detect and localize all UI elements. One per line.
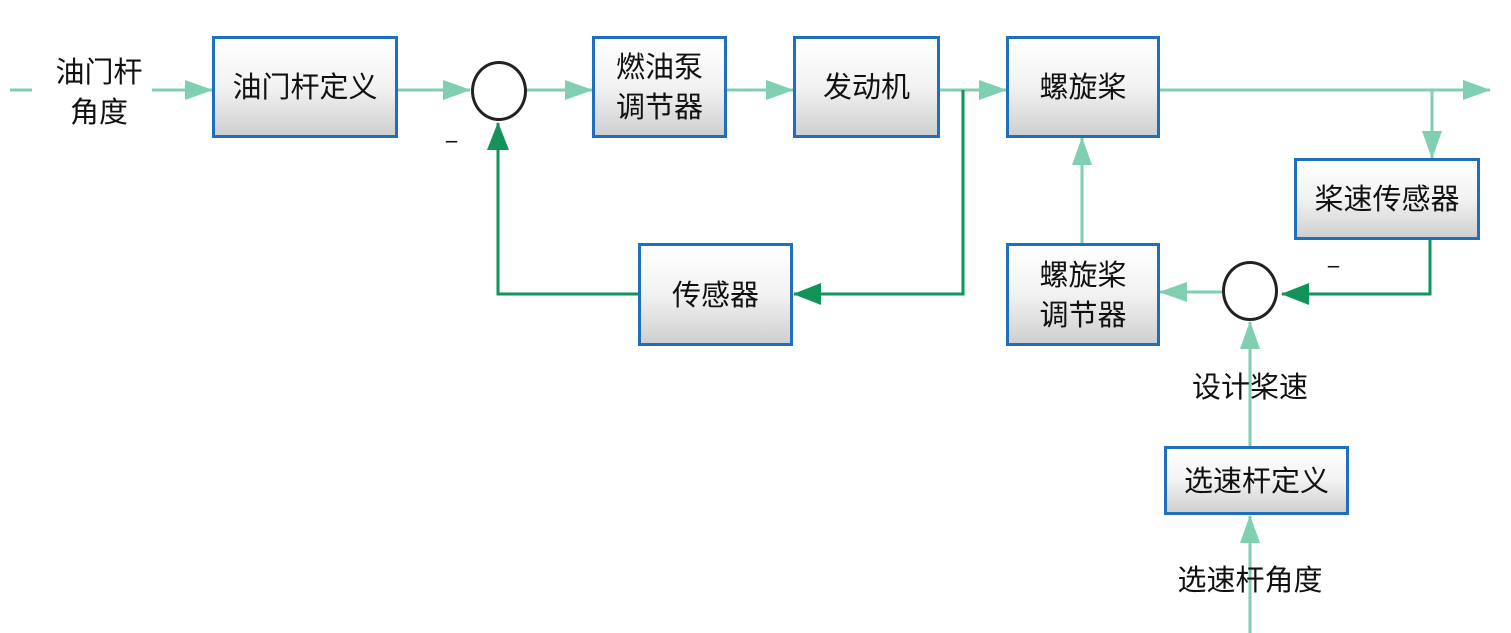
throttle-definition-block: 油门杆定义 bbox=[212, 36, 398, 138]
speed-lever-definition-block: 选速杆定义 bbox=[1164, 446, 1349, 515]
summing-junction-1 bbox=[471, 61, 527, 121]
sensor-to-junction-1-feedback bbox=[487, 122, 638, 296]
throttle-lever-angle-label: 油门杆 角度 bbox=[55, 55, 143, 129]
minus-sign-junction-1: _ bbox=[446, 118, 457, 143]
summing-junction-2 bbox=[1222, 261, 1278, 321]
feedback-signal-lines bbox=[487, 90, 1432, 305]
prop-speed-sensor-to-junction-2 bbox=[1281, 240, 1432, 305]
design-prop-speed-label: 设计桨速 bbox=[1191, 370, 1308, 404]
engine-to-sensor-feedback bbox=[793, 90, 965, 305]
engine-block: 发动机 bbox=[793, 36, 940, 138]
speed-lever-angle-label: 选速杆角度 bbox=[1177, 563, 1323, 597]
minus-sign-junction-2: _ bbox=[1328, 243, 1339, 268]
prop-speed-sensor-block: 桨速传感器 bbox=[1294, 158, 1480, 240]
propeller-regulator-block: 螺旋桨 调节器 bbox=[1006, 243, 1160, 346]
fuel-pump-regulator-block: 燃油泵 调节器 bbox=[592, 36, 727, 138]
propeller-block: 螺旋桨 bbox=[1006, 36, 1160, 138]
sensor-block: 传感器 bbox=[638, 243, 793, 346]
forward-signal-lines bbox=[10, 80, 1491, 633]
